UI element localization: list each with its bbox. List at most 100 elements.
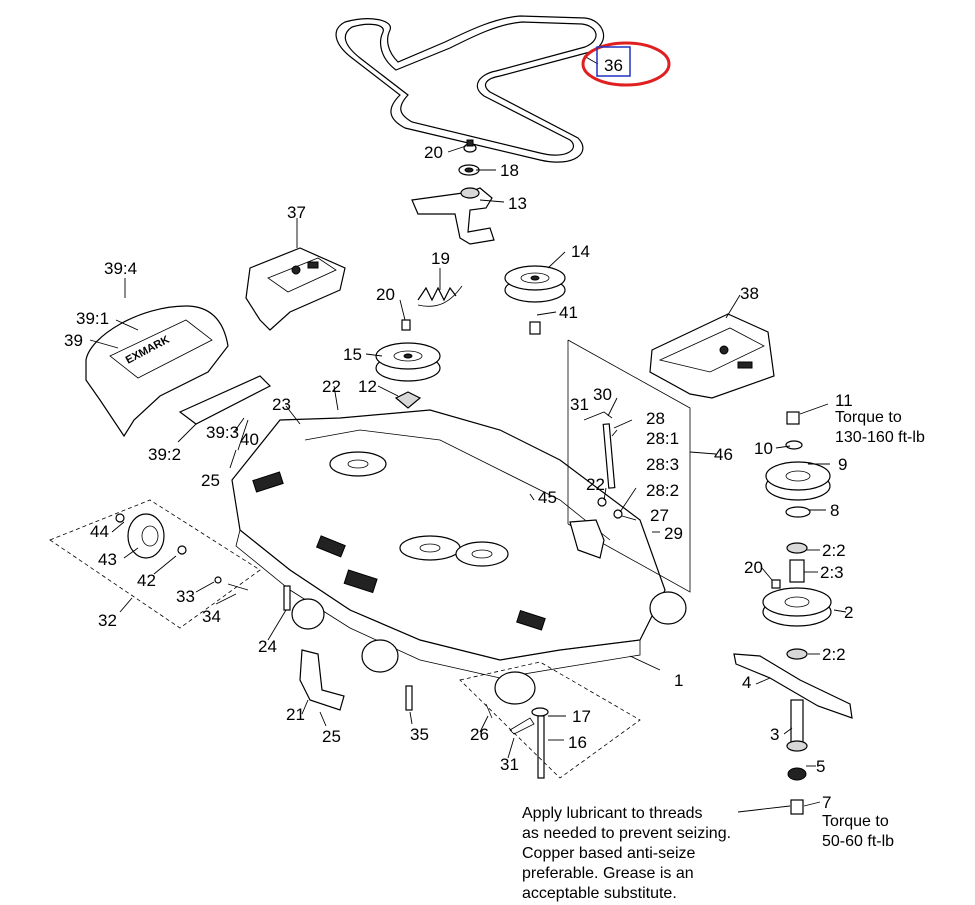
callout-20: 20 [424, 143, 443, 162]
callout-2-2: 2:2 [822, 541, 846, 560]
detail-box-pin [459, 661, 641, 779]
callout-38: 38 [740, 284, 759, 303]
callout-24: 24 [258, 637, 277, 656]
pin-26 [485, 703, 493, 719]
callout-43: 43 [98, 550, 117, 569]
svg-text:acceptable substitute.: acceptable substitute. [522, 885, 677, 902]
callout-1: 1 [674, 671, 683, 690]
callout-22: 22 [586, 475, 605, 494]
bolt-20b [401, 319, 411, 331]
callout-28: 28 [646, 409, 665, 428]
callout-10: 10 [754, 439, 773, 458]
callout-15: 15 [343, 345, 362, 364]
callout-40: 40 [240, 430, 259, 449]
callout-22: 22 [322, 377, 341, 396]
torque-note-11: Torque to 130-160 ft-lb [835, 409, 925, 446]
callout-46: 46 [714, 445, 733, 464]
pin-16 [531, 707, 549, 779]
callout-23: 23 [272, 395, 291, 414]
clip-31b [509, 717, 535, 735]
idler-arm-13 [411, 187, 495, 245]
idler-bolt-20 [463, 139, 477, 153]
callout-4: 4 [742, 673, 751, 692]
belt-cover-38 [649, 313, 775, 399]
svg-text:130-160 ft-lb: 130-160 ft-lb [835, 429, 925, 446]
callout-17: 17 [572, 707, 591, 726]
callout-25: 25 [201, 471, 220, 490]
callout-3: 3 [770, 725, 779, 744]
idler-pulley-14 [504, 265, 566, 303]
callout-16: 16 [568, 733, 587, 752]
bolt-35 [405, 685, 413, 711]
svg-text:preferable. Grease is an: preferable. Grease is an [522, 865, 694, 882]
callout-32: 32 [98, 611, 117, 630]
svg-text:Torque to: Torque to [822, 813, 889, 830]
callout-8: 8 [830, 501, 839, 520]
callout-39-2: 39:2 [148, 445, 181, 464]
callout-36: 36 [604, 56, 623, 75]
height-adjust-group-46 [567, 339, 691, 593]
callout-37: 37 [287, 203, 306, 222]
spindle-shaft-3 [786, 699, 808, 815]
svg-text:Apply lubricant to threads: Apply lubricant to threads [522, 805, 703, 822]
callout-13: 13 [508, 194, 527, 213]
svg-text:as needed to prevent seizing.: as needed to prevent seizing. [522, 825, 731, 842]
drive-belt-36 [335, 15, 605, 163]
callout-42: 42 [137, 571, 156, 590]
callout-28-1: 28:1 [646, 429, 679, 448]
callout-39-4: 39:4 [104, 259, 137, 278]
callout-19: 19 [431, 249, 450, 268]
callout-18: 18 [500, 161, 519, 180]
callout-39: 39 [64, 331, 83, 350]
callout-35: 35 [410, 725, 429, 744]
callout-9: 9 [838, 455, 847, 474]
highlight-circle [581, 41, 671, 87]
callout-30: 30 [593, 385, 612, 404]
callout-14: 14 [571, 242, 590, 261]
cover-bracket-39-2 [178, 375, 272, 425]
belt-cover-39: EXMARK [85, 305, 229, 438]
leader-lines [89, 55, 847, 813]
svg-text:Copper based anti-seize: Copper based anti-seize [522, 845, 696, 862]
belt-cover-37 [245, 247, 346, 331]
callout-20: 20 [744, 558, 763, 577]
callout-39-3: 39:3 [206, 423, 239, 442]
callout-labels: 36 20 18 13 37 19 14 39:4 20 41 38 39:1 … [64, 56, 853, 812]
bolt-24 [283, 585, 291, 611]
callout-2-3: 2:3 [820, 563, 844, 582]
spring-19 [417, 285, 463, 307]
mower-deck-1 [231, 409, 687, 705]
callout-34: 34 [202, 607, 221, 626]
callout-7: 7 [822, 793, 831, 812]
callout-2-2: 2:2 [822, 645, 846, 664]
blade-4 [733, 653, 853, 719]
highlight-box [596, 46, 631, 77]
callout-27: 27 [650, 506, 669, 525]
callout-2: 2 [844, 603, 853, 622]
lubricant-note: Apply lubricant to threads as needed to … [522, 805, 731, 902]
callout-31: 31 [570, 395, 589, 414]
callout-21: 21 [286, 705, 305, 724]
torque-note-7: Torque to 50-60 ft-lb [822, 813, 894, 850]
callout-39-1: 39:1 [76, 309, 109, 328]
callout-33: 33 [176, 587, 195, 606]
svg-text:Torque to: Torque to [835, 409, 902, 426]
callout-45: 45 [538, 488, 557, 507]
callout-44: 44 [90, 522, 109, 541]
callout-41: 41 [559, 303, 578, 322]
callout-28-2: 28:2 [646, 481, 679, 500]
callout-20: 20 [376, 285, 395, 304]
callout-25: 25 [322, 727, 341, 746]
idler-pulley-15 [375, 342, 441, 382]
spacer-12 [394, 391, 422, 409]
callout-11: 11 [835, 391, 853, 410]
svg-text:50-60 ft-lb: 50-60 ft-lb [822, 833, 894, 850]
callout-26: 26 [470, 725, 489, 744]
spindle-assembly-2 [762, 411, 832, 660]
callout-12: 12 [358, 377, 377, 396]
callout-5: 5 [816, 757, 825, 776]
baffle-21 [299, 649, 345, 711]
callout-28-3: 28:3 [646, 455, 679, 474]
anti-scalp-wheel-group-32 [49, 499, 261, 629]
